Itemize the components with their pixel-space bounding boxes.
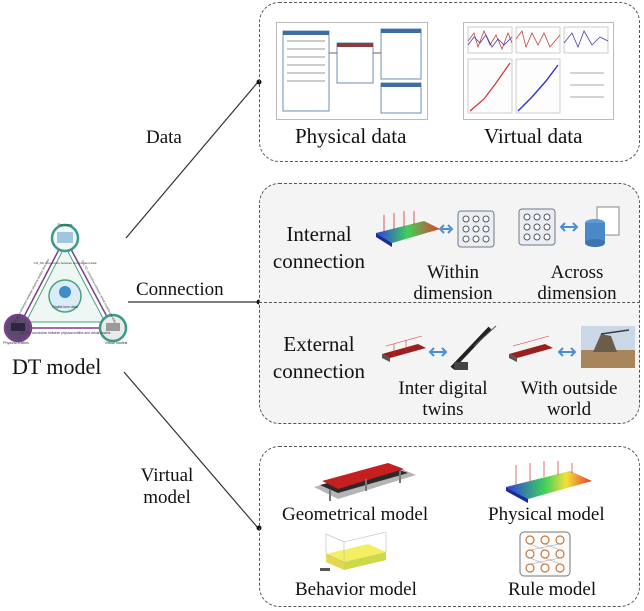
virtual-model-panel: [259, 446, 640, 607]
geometrical-model-label: Geometrical model: [282, 504, 429, 525]
vertex-label-virtual: Virtual models: [105, 341, 128, 345]
geometrical-model-visual: [310, 457, 420, 503]
inter-digital-twins-label: Inter digital twins: [398, 378, 488, 420]
internal-connection-heading: Internal connection: [272, 222, 366, 273]
virtual-data-label: Virtual data: [484, 124, 583, 148]
external-outside-visual: [505, 322, 637, 372]
triangle-frame: [16, 236, 115, 329]
connection-divider: [259, 302, 640, 303]
stacker-machine-icon: [450, 325, 497, 370]
conveyor-model-icon: [382, 335, 426, 362]
vertex-label-physical: Physical entities: [3, 341, 29, 345]
edge-label-bottom: CN_PV: connection between physical entit…: [20, 331, 111, 335]
connection-panel: [259, 183, 640, 424]
physical-data-screenshot: [276, 22, 428, 120]
line-to-virtual-model: [123, 371, 259, 529]
dt-model-title: DT model: [12, 354, 102, 379]
vertex-label-services: Services: [57, 222, 72, 227]
physical-model-label: Physical model: [488, 504, 605, 525]
internal-across-visual: [515, 203, 625, 253]
branch-label-virtual-model: Virtual model: [140, 465, 194, 508]
rule-model-visual: [518, 530, 572, 580]
external-connection-heading: External connection: [272, 332, 366, 383]
dt-model-diagram: Services Digital twin data Physical enti…: [2, 222, 132, 347]
branch-label-data: Data: [146, 127, 182, 148]
behavior-model-visual: [318, 530, 392, 576]
branch-label-connection: Connection: [136, 279, 224, 300]
edge-label-top: CN_SD: connection between services and d…: [34, 261, 97, 265]
center-label: Digital twin data: [52, 305, 77, 309]
physical-model-visual: [502, 457, 598, 503]
external-inter-visual: [378, 322, 498, 374]
across-dimension-label: Across dimension: [537, 262, 617, 304]
virtual-data-screenshot: [463, 22, 614, 120]
data-panel: [259, 2, 640, 162]
behavior-model-label: Behavior model: [295, 579, 417, 600]
physical-data-label: Physical data: [295, 124, 407, 148]
rule-model-label: Rule model: [508, 579, 597, 600]
with-outside-world-label: With outside world: [520, 378, 618, 420]
line-to-data: [125, 81, 259, 239]
within-dimension-label: Within dimension: [413, 262, 493, 304]
internal-within-visual: [370, 205, 500, 253]
